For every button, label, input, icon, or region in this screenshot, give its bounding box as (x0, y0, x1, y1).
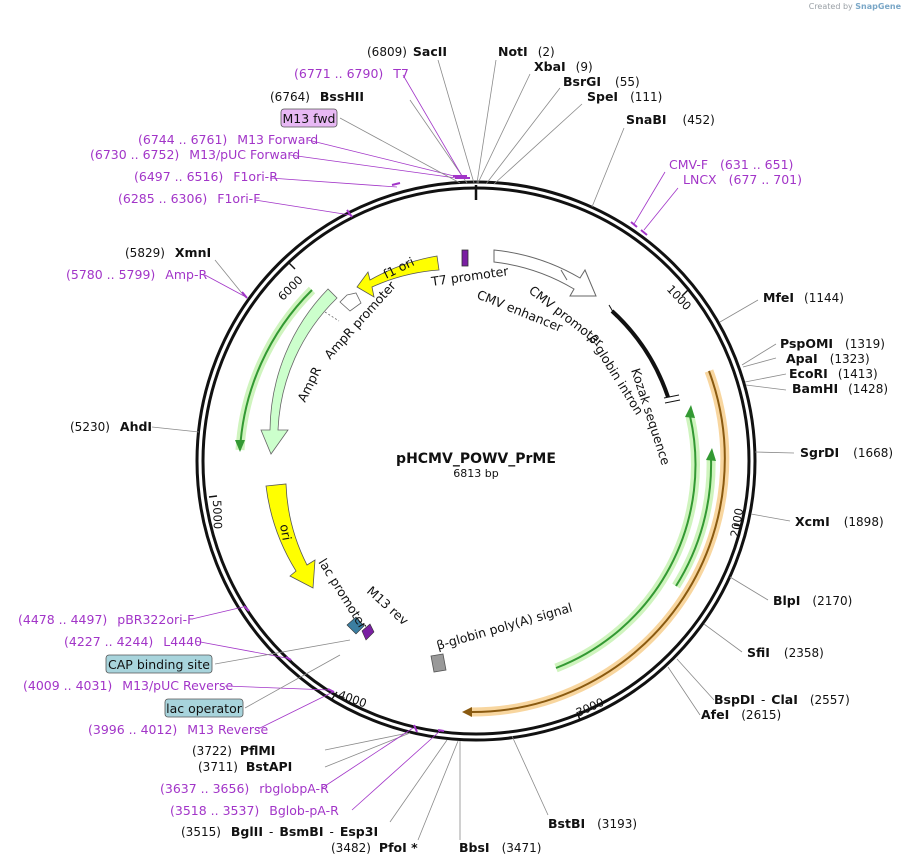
enzyme-leaders (151, 59, 795, 841)
svg-text:BbsI(3471): BbsI(3471) (459, 840, 541, 855)
svg-text:(6497 .. 6516)F1ori-R: (6497 .. 6516)F1ori-R (134, 169, 278, 184)
orf-orange-head (462, 707, 472, 717)
svg-text:BamHI(1428): BamHI(1428) (792, 381, 888, 396)
lac-promoter-mark (346, 616, 365, 635)
enzyme-labels-top: (6809)SacII NotI(2) XbaI(9) BsrGI(55) Sp… (270, 44, 715, 127)
kozak-tick-2 (664, 399, 681, 404)
svg-text:(3722)PflMI: (3722)PflMI (192, 743, 275, 758)
svg-text:(3711)BstAPI: (3711)BstAPI (198, 759, 292, 774)
feature-t7-promoter: T7 promoter (429, 263, 510, 289)
svg-text:PspOMI(1319): PspOMI(1319) (780, 336, 885, 351)
svg-text:SgrDI(1668): SgrDI(1668) (800, 445, 893, 460)
ruler-label-5000: 5000 (210, 500, 225, 530)
t7-promoter-mark (461, 249, 469, 267)
orf-green-inner (555, 415, 697, 669)
svg-text:CAP binding site: CAP binding site (108, 657, 210, 672)
svg-text:M13 fwd: M13 fwd (282, 111, 335, 126)
polya-signal (430, 653, 447, 673)
feature-lac-promoter: lac promoter (315, 556, 371, 633)
plasmid-name: pHCMV_POWV_PrME (396, 451, 556, 467)
ampr-dashed (324, 311, 340, 322)
kozak-tick-1 (663, 394, 680, 399)
m13-rev-mark (361, 623, 375, 641)
svg-text:(6771 .. 6790)T7: (6771 .. 6790)T7 (294, 66, 409, 81)
ampr-arrow (260, 288, 338, 455)
ruler-label-4000: 4000 (336, 687, 368, 710)
ruler-label-1000: 1000 (664, 282, 694, 313)
svg-text:(5829)XmnI: (5829)XmnI (125, 245, 211, 260)
svg-text:(6744 .. 6761)M13 Forward: (6744 .. 6761)M13 Forward (138, 132, 318, 147)
orf-green-second (675, 457, 713, 587)
amp-outer-arc (239, 289, 313, 451)
ori-arrow (265, 483, 316, 589)
feature-kozak: Kozak sequence (628, 366, 674, 467)
svg-text:(5780 .. 5799)Amp-R: (5780 .. 5799)Amp-R (66, 267, 207, 282)
svg-text:SfiI(2358): SfiI(2358) (747, 645, 824, 660)
svg-text:(6285 .. 6306)F1ori-F: (6285 .. 6306)F1ori-F (118, 191, 260, 206)
svg-text:SpeI(111): SpeI(111) (587, 89, 662, 104)
svg-text:MfeI(1144): MfeI(1144) (763, 290, 844, 305)
feature-ampr: AmpR (294, 364, 324, 404)
svg-text:(4478 .. 4497)pBR322ori-F: (4478 .. 4497)pBR322ori-F (18, 612, 194, 627)
svg-text:(4009 .. 4031)M13/pUC Reverse: (4009 .. 4031)M13/pUC Reverse (23, 678, 234, 693)
primer-leaders (191, 74, 679, 811)
svg-text:LNCX(677 .. 701): LNCX(677 .. 701) (683, 172, 802, 187)
svg-text:(3482)PfoI *: (3482)PfoI * (331, 840, 418, 855)
plasmid-length: 6813 bp (453, 467, 498, 480)
feature-ori: ori (277, 523, 295, 542)
svg-text:XcmI(1898): XcmI(1898) (795, 514, 884, 529)
feature-polya: β-globin poly(A) signal (435, 600, 574, 653)
credit-brand: SnapGene (855, 2, 901, 11)
svg-text:SnaBI(452): SnaBI(452) (626, 112, 715, 127)
svg-text:BsrGI(55): BsrGI(55) (563, 74, 640, 89)
cmv-enhancer-promoter-arrow (493, 249, 597, 297)
svg-text:(6764)BssHII: (6764)BssHII (270, 89, 364, 104)
orf-green-inner-glow (554, 414, 700, 673)
svg-text:(6730 .. 6752)M13/pUC Forward: (6730 .. 6752)M13/pUC Forward (90, 147, 300, 162)
cap-binding-site-box: CAP binding site (105, 654, 213, 674)
svg-text:(3515)BglII-BsmBI-Esp3I: (3515)BglII-BsmBI-Esp3I (181, 824, 378, 839)
orf-orange-glow (469, 369, 730, 717)
ampr-promoter-arrow (339, 292, 362, 312)
primer-marks (241, 175, 648, 733)
svg-text:BstBI(3193): BstBI(3193) (548, 816, 637, 831)
svg-text:CMV-F(631 .. 651): CMV-F(631 .. 651) (669, 157, 793, 172)
orf-green-inner-head (685, 405, 695, 418)
svg-text:XbaI(9): XbaI(9) (534, 59, 593, 74)
svg-text:(3518 .. 3537)Bglob-pA-R: (3518 .. 3537)Bglob-pA-R (170, 803, 339, 818)
svg-text:ApaI(1323): ApaI(1323) (786, 351, 870, 366)
feature-ampr-promoter: AmpR promoter (321, 278, 399, 362)
amp-outer-head (235, 440, 245, 452)
backbone-outer-ring (195, 180, 757, 742)
feature-m13-rev: M13 rev (364, 583, 412, 628)
svg-text:AfeI(2615): AfeI(2615) (701, 707, 781, 722)
svg-text:lac operator: lac operator (166, 701, 243, 716)
ruler-label-2000: 2000 (727, 507, 746, 538)
credit-prefix: Created by (808, 2, 853, 11)
enzyme-labels-left: (5829)XmnI (5230)AhdI (70, 245, 211, 434)
svg-text:NotI(2): NotI(2) (498, 44, 555, 59)
beta-globin-intron-arc (610, 309, 670, 398)
svg-text:(3996 .. 4012)M13 Reverse: (3996 .. 4012)M13 Reverse (88, 722, 268, 737)
orf-orange (469, 370, 726, 714)
lac-operator-box: lac operator (164, 698, 244, 718)
ruler-ticks (208, 262, 743, 721)
enzyme-labels-bottom: BstBI(3193) BbsI(3471) (3482)PfoI * (351… (181, 743, 637, 855)
cmv-divider (560, 269, 568, 281)
enzyme-labels-right: MfeI(1144) PspOMI(1319) ApaI(1323) EcoRI… (701, 290, 893, 722)
intron-start-tick (608, 304, 617, 318)
f1-ori-arrow (356, 255, 440, 298)
svg-text:BlpI(2170): BlpI(2170) (773, 593, 852, 608)
snapgene-credit: Created by SnapGene (809, 2, 901, 11)
svg-text:(3637 .. 3656)rbglobpA-R: (3637 .. 3656)rbglobpA-R (160, 781, 329, 796)
primer-labels: (6771 .. 6790)T7 (6744 .. 6761)M13 Forwa… (18, 66, 802, 818)
svg-text:EcoRI(1413): EcoRI(1413) (789, 366, 878, 381)
svg-text:(4227 .. 4244)L4440: (4227 .. 4244)L4440 (64, 634, 202, 649)
svg-text:(6809)SacII: (6809)SacII (367, 44, 447, 59)
m13-fwd-box: M13 fwd (280, 108, 338, 128)
svg-text:(5230)AhdI: (5230)AhdI (70, 419, 152, 434)
svg-text:BspDI-ClaI(2557): BspDI-ClaI(2557) (714, 692, 850, 707)
orf-green-second-head (706, 448, 716, 461)
